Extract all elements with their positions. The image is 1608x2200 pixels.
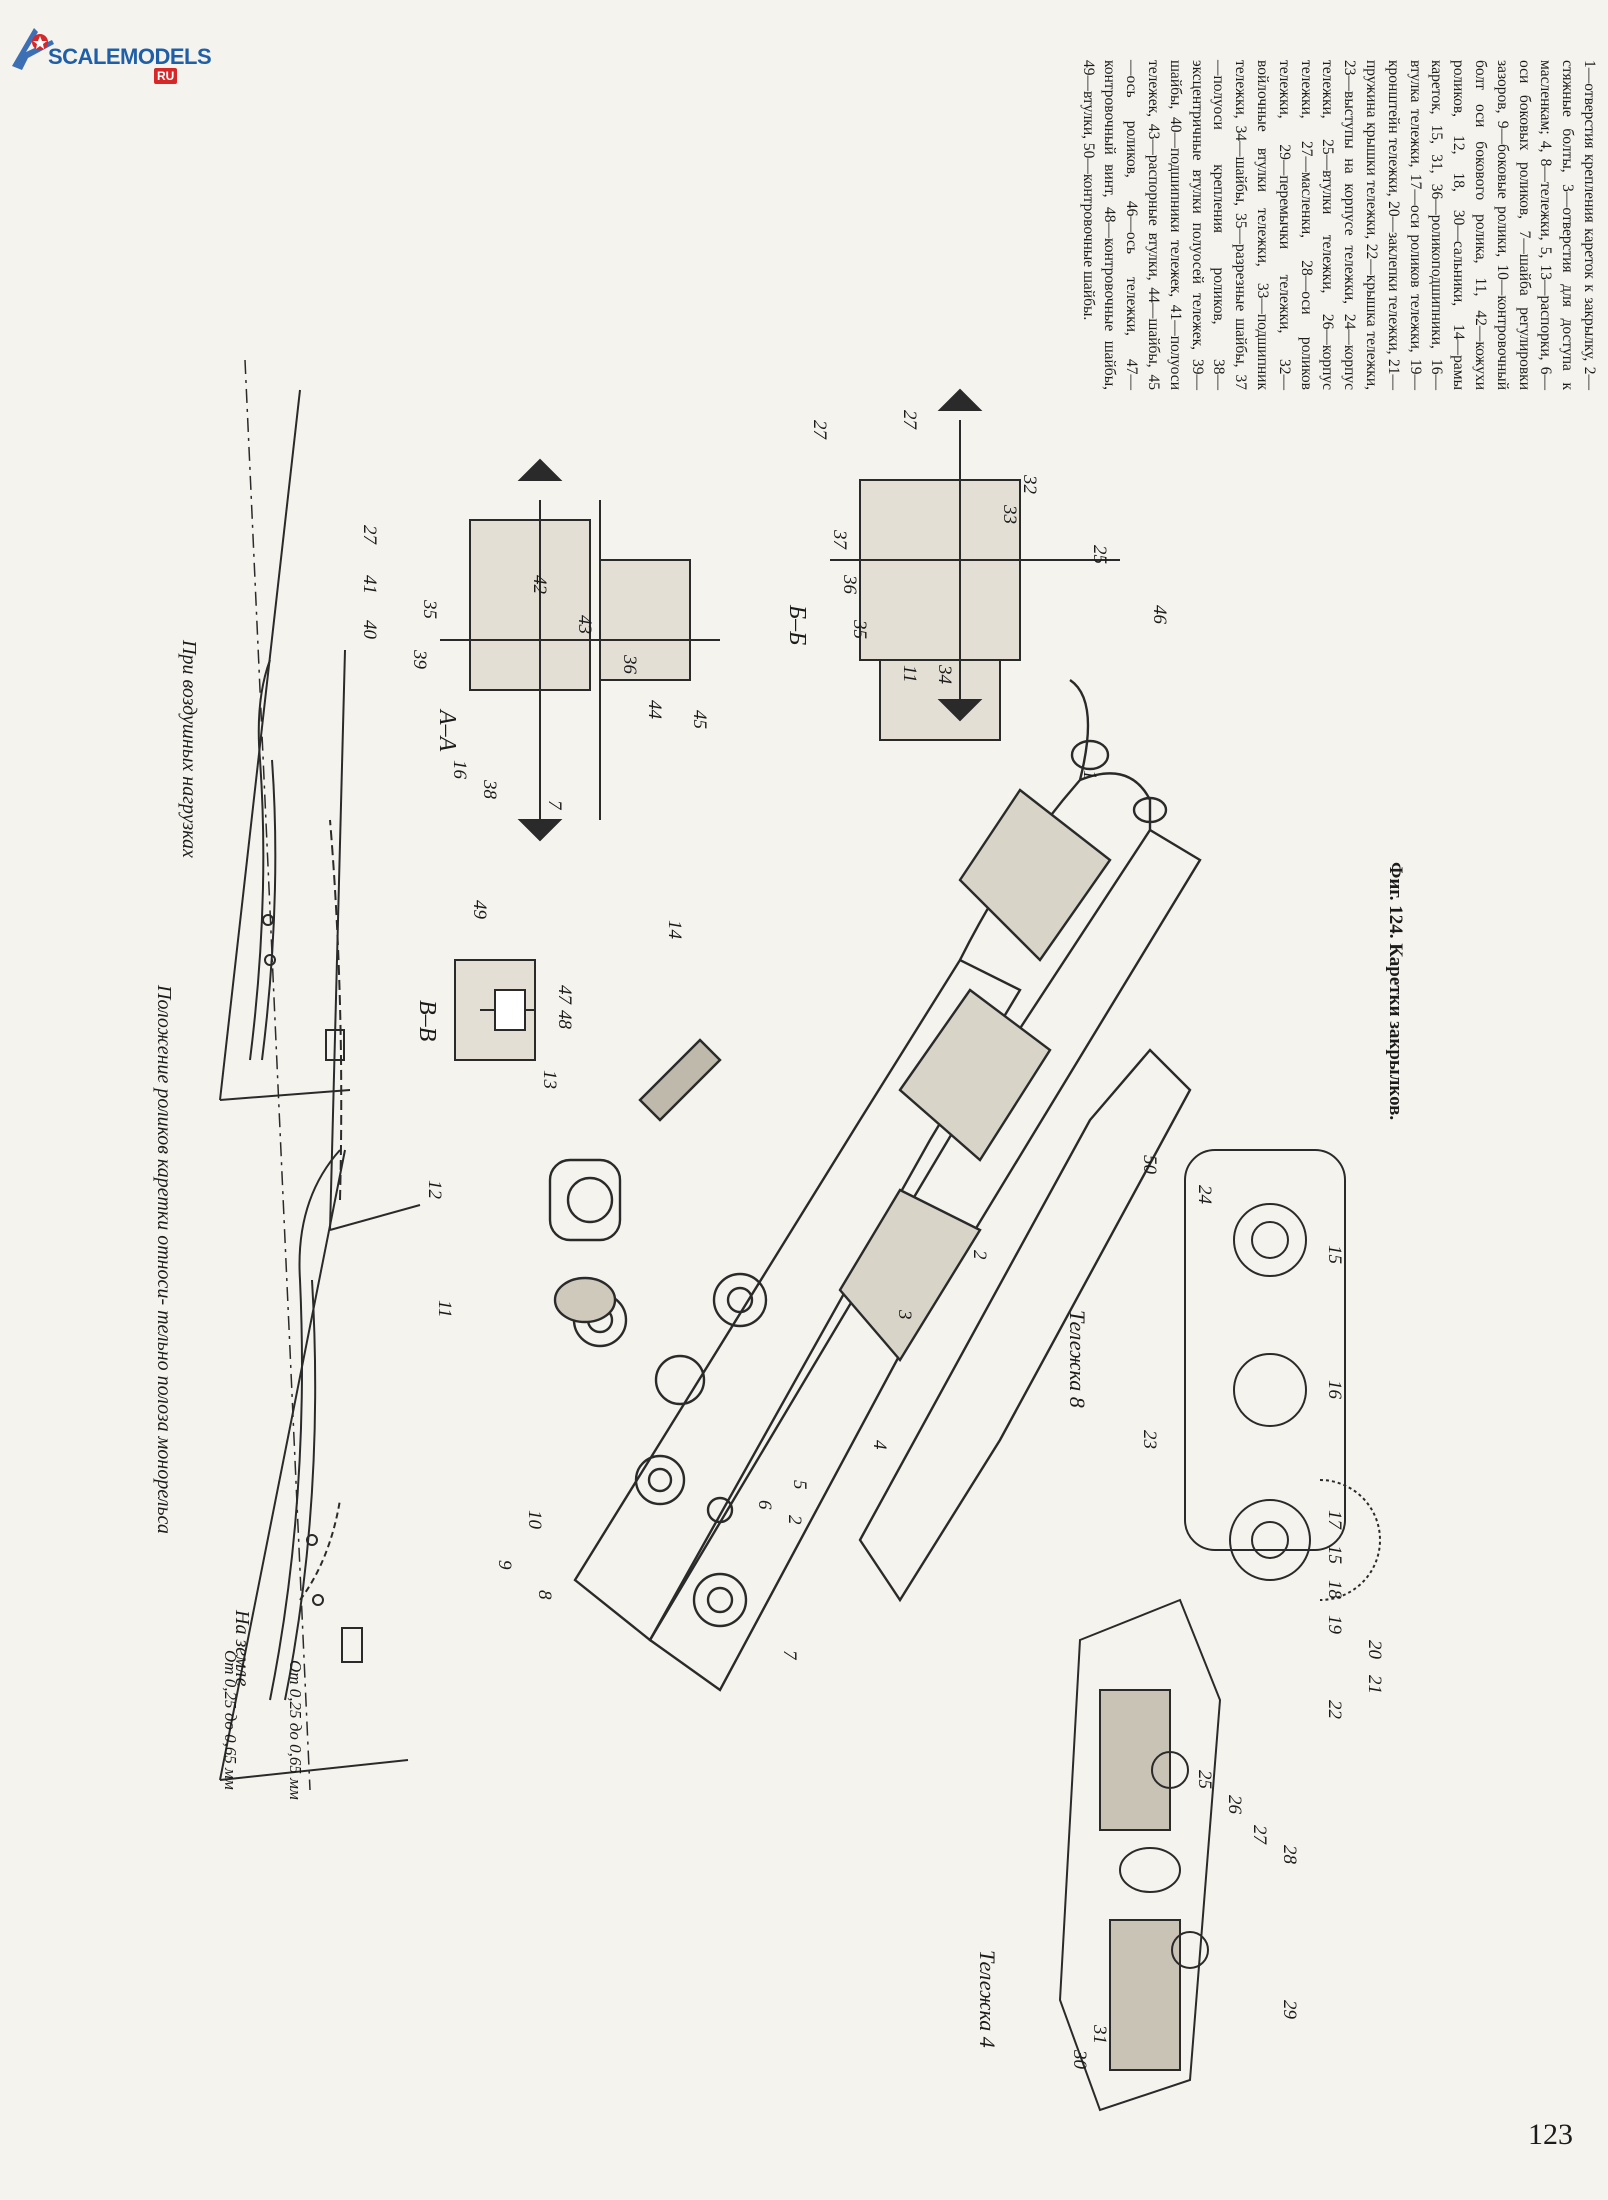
vv-47: 47: [554, 985, 575, 1004]
diagram-air-loads: [219, 389, 351, 1101]
section-vv-title: В–В: [414, 1000, 440, 1042]
cart8-15a: 15: [1324, 1245, 1345, 1264]
cart4-28: 28: [1279, 1845, 1300, 1864]
legend-text: 1—отверстия крепления кареток к закрылку…: [1079, 60, 1598, 390]
section-bb: [830, 388, 1120, 741]
callout-13: 13: [539, 1070, 560, 1089]
aa-16: 16: [449, 760, 470, 779]
aa-42: 42: [529, 575, 550, 594]
cart-4-drawing: [1058, 1598, 1222, 2112]
cart8-18: 18: [1324, 1580, 1345, 1599]
aa-27: 27: [359, 525, 380, 544]
callout-9: 9: [494, 1560, 515, 1570]
bb-46: 46: [1149, 605, 1170, 624]
cart8-50: 50: [1139, 1155, 1160, 1174]
bb-36: 36: [839, 575, 860, 594]
cart8-23: 23: [1139, 1430, 1160, 1449]
aa-41: 41: [359, 575, 380, 594]
section-aa-title: А–А: [434, 710, 460, 752]
aa-44: 44: [644, 700, 665, 719]
bb-33: 33: [999, 505, 1020, 524]
cart4-25: 25: [1194, 1770, 1215, 1789]
diagram-middle: [329, 649, 421, 1231]
bb-27b: 27: [899, 410, 920, 429]
bb-32: 32: [1019, 475, 1040, 494]
bb-37: 37: [829, 530, 850, 549]
cart8-17: 17: [1324, 1510, 1345, 1529]
cart-8-drawing: [1184, 1149, 1381, 1601]
aa-43: 43: [574, 615, 595, 634]
aa-39: 39: [409, 650, 430, 669]
callout-5: 5: [789, 1480, 810, 1490]
bb-27a: 27: [809, 420, 830, 439]
position-title: Положение роликов каретки относи- тельно…: [153, 985, 175, 1534]
section-bb-title: Б–Б: [784, 605, 810, 646]
cart8-22: 22: [1324, 1700, 1345, 1719]
cart8-19: 19: [1324, 1615, 1345, 1634]
cart8-21: 21: [1364, 1675, 1385, 1694]
vv-48: 48: [554, 1010, 575, 1029]
diagram-on-ground: [219, 1149, 409, 1781]
callout-1: 1: [1079, 770, 1100, 780]
callout-2b: 2: [784, 1515, 805, 1525]
callout-14: 14: [664, 920, 685, 939]
vv-49: 49: [469, 900, 490, 919]
cart4-29: 29: [1279, 2000, 1300, 2019]
bb-35: 35: [849, 620, 870, 639]
callout-10: 10: [524, 1510, 545, 1529]
bb-34: 34: [934, 665, 955, 684]
carriage-frame: [548, 679, 1202, 1692]
cart8-24: 24: [1194, 1185, 1215, 1204]
cart-4-title: Тележка 4: [975, 1950, 1000, 2048]
air-loads-label: При воздушных нагрузках: [178, 640, 200, 858]
callout-7: 7: [779, 1650, 800, 1660]
cart8-16: 16: [1324, 1380, 1345, 1399]
callout-4: 4: [869, 1440, 890, 1450]
cart8-15b: 15: [1324, 1545, 1345, 1564]
site-logo: SCALEMODELS RU: [4, 18, 212, 88]
bb-25: 25: [1089, 545, 1110, 564]
callout-8: 8: [534, 1590, 555, 1600]
callout-11: 11: [434, 1300, 455, 1318]
tolerance-label-1: От 0,25 до 0,65 мм: [221, 1650, 240, 1790]
aa-35: 35: [419, 600, 440, 619]
legend-text-block: 1—отверстия крепления кареток к закрылку…: [1077, 60, 1600, 390]
cart4-31: 31: [1089, 2025, 1110, 2044]
page-number: 123: [1528, 2118, 1573, 2151]
airplane-logo-icon: [12, 28, 54, 70]
logo-text: SCALEMODELS: [48, 44, 212, 69]
section-aa: [440, 458, 720, 842]
aa-36: 36: [619, 655, 640, 674]
section-vv: [454, 959, 536, 1061]
cart8-20: 20: [1364, 1640, 1385, 1659]
callout-12: 12: [424, 1180, 445, 1199]
logo-suffix: RU: [154, 68, 178, 84]
position-title-line: Положение роликов каретки относи- тельно…: [152, 985, 175, 1534]
cart-8-title: Тележка 8: [1065, 1310, 1090, 1408]
aa-45: 45: [689, 710, 710, 729]
callout-6: 6: [754, 1500, 775, 1510]
bb-11: 11: [899, 665, 920, 683]
cart4-30: 30: [1069, 2050, 1090, 2069]
aa-7: 7: [544, 800, 565, 810]
aa-40: 40: [359, 620, 380, 639]
tolerance-label-2: От 0,25 до 0,65 мм: [286, 1660, 305, 1800]
aa-38: 38: [479, 780, 500, 799]
callout-2a: 2: [969, 1250, 990, 1260]
cart4-26: 26: [1224, 1795, 1245, 1814]
callout-3: 3: [894, 1310, 915, 1320]
cart4-27: 27: [1249, 1825, 1270, 1844]
figure-caption: Фиг. 124. Каретки закрылков.: [1385, 862, 1406, 1121]
